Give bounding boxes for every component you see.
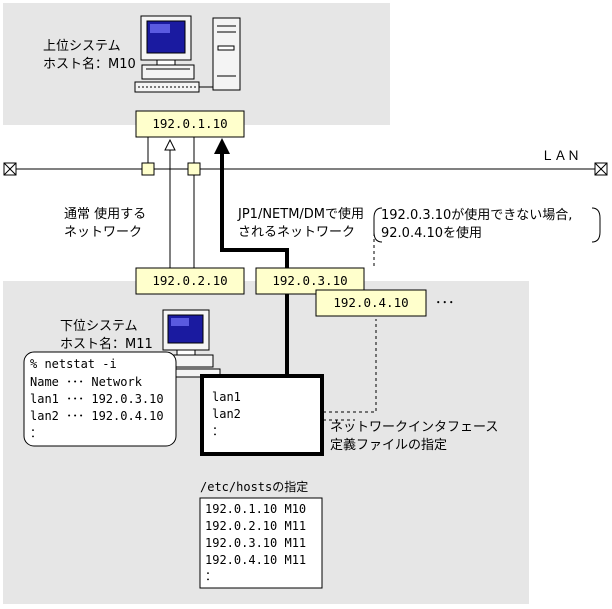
hosts-row-4: 192.0.4.10 M11 [205, 553, 306, 567]
interface-entry-lan1: lan1 [212, 390, 241, 404]
upper-system-title: 上位システム [43, 39, 121, 54]
ip-box-upper [135, 110, 245, 138]
normal-network-arrow [164, 138, 176, 151]
ip-alt-label: 192.0.4.10 [333, 295, 408, 310]
netstat-row-more: ： [30, 426, 42, 440]
upper-system-host: ホスト名：M10 [43, 56, 136, 72]
upper-computer-icon [134, 15, 241, 93]
lower-system-host: ホスト名：M11 [60, 336, 153, 352]
note-bracket-left [373, 207, 383, 243]
alt-route-dash [323, 319, 377, 413]
interface-file-box [200, 374, 324, 456]
fallback-note-2: 92.0.4.10を使用 [381, 225, 482, 241]
normal-network-label-1: 通常 使用する [64, 206, 146, 222]
hosts-file-title: /etc/hostsの指定 [200, 479, 308, 494]
hosts-row-3: 192.0.3.10 M11 [205, 536, 306, 550]
jp1-network-label-2: されるネットワーク [238, 225, 355, 240]
interface-file-caption-1: ネットワークインタフェース [330, 420, 498, 435]
lan-label: ＬＡＮ [541, 149, 580, 164]
ip-upper-label: 192.0.1.10 [152, 116, 227, 131]
ip-normal-label: 192.0.2.10 [152, 273, 227, 288]
hosts-row-2: 192.0.2.10 M11 [205, 519, 306, 533]
netstat-output-box [23, 351, 177, 447]
fallback-note-1: 192.0.3.10が使用できない場合, [381, 207, 572, 223]
hosts-file-box [199, 497, 323, 589]
netstat-row-header: Name ･･･ Network [30, 375, 143, 389]
normal-network-label-2: ネットワーク [64, 225, 142, 240]
hosts-row-1: 192.0.1.10 M10 [205, 502, 306, 516]
jp1-network-label-1: JP1/NETM/DMで使用 [237, 206, 364, 222]
lan-tap-1 [141, 162, 155, 176]
netstat-row-lan2: lan2 ･･･ 192.0.4.10 [30, 409, 164, 423]
netstat-command: % netstat -i [30, 357, 117, 371]
jp1-network-arrow [214, 138, 230, 154]
lower-system-title: 下位システム [60, 319, 138, 334]
lan-tap-2 [187, 162, 201, 176]
note-bracket-right [591, 207, 601, 243]
ip-box-normal [135, 267, 245, 295]
interface-entry-lan2: lan2 [212, 407, 241, 421]
more-interfaces-ellipsis: ･･･ [435, 296, 455, 311]
netstat-row-lan1: lan1 ･･･ 192.0.3.10 [30, 392, 164, 406]
interface-file-caption-2: 定義ファイルの指定 [330, 437, 447, 453]
ip-box-alt [315, 289, 427, 317]
hosts-row-more: ： [205, 569, 217, 583]
ip-jp1-label: 192.0.3.10 [272, 273, 347, 288]
interface-entry-more: ： [212, 424, 224, 438]
upper-system-region [3, 3, 390, 125]
